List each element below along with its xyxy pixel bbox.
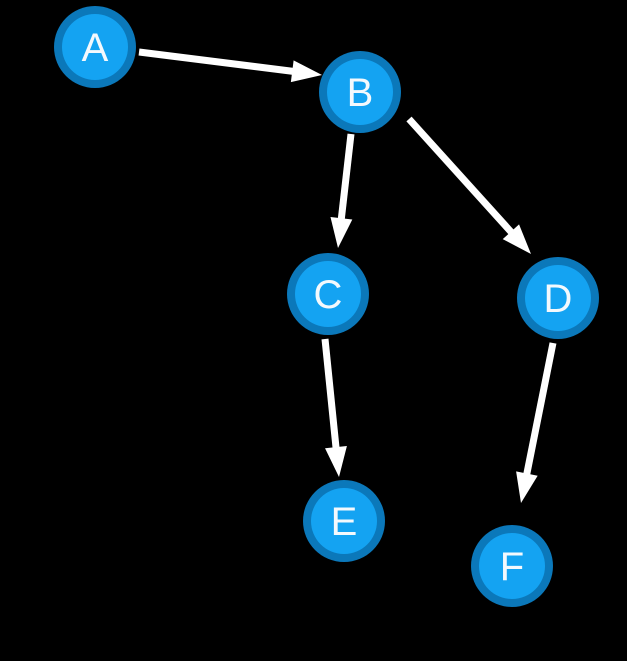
- edge-shaft-A-B: [138, 48, 299, 76]
- edge-A-B: [138, 48, 322, 83]
- edge-D-F: [516, 342, 557, 503]
- node-body: [327, 59, 393, 125]
- node-A[interactable]: A: [54, 6, 136, 88]
- node-C[interactable]: C: [287, 253, 369, 335]
- edge-shaft-B-D: [406, 116, 518, 239]
- arrowhead-icon: [330, 216, 353, 248]
- arrowhead-icon: [516, 471, 538, 503]
- node-E[interactable]: E: [303, 480, 385, 562]
- node-body: [479, 533, 545, 599]
- edge-B-C: [330, 133, 355, 248]
- edge-C-E: [321, 338, 347, 477]
- node-body: [311, 488, 377, 554]
- edge-shaft-D-F: [522, 342, 557, 481]
- node-body: [62, 14, 128, 80]
- node-body: [295, 261, 361, 327]
- arrowhead-icon: [325, 446, 347, 477]
- arrowhead-icon: [290, 60, 322, 83]
- node-D[interactable]: D: [517, 257, 599, 339]
- edge-shaft-C-E: [321, 338, 341, 454]
- edge-shaft-B-C: [337, 133, 355, 225]
- edge-B-D: [406, 116, 531, 254]
- node-B[interactable]: B: [319, 51, 401, 133]
- node-body: [525, 265, 591, 331]
- arrowhead-icon: [502, 224, 531, 254]
- node-F[interactable]: F: [471, 525, 553, 607]
